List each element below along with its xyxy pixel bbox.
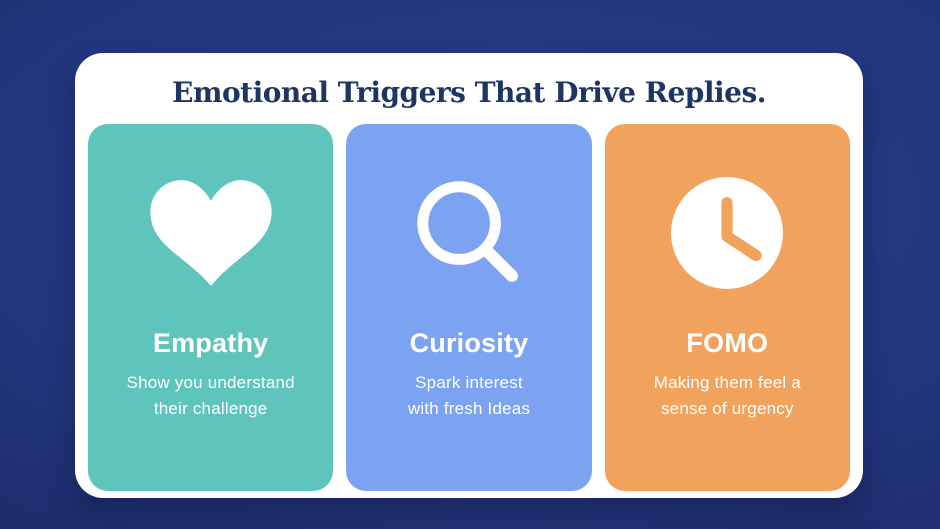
slide-title: Emotional Triggers That Drive Replies. xyxy=(172,76,766,109)
card-description-line2: with fresh Ideas xyxy=(407,399,531,418)
card-description: Show you understand their challenge xyxy=(127,370,295,422)
card-description-line1: Spark interest xyxy=(415,373,523,392)
card-description: Spark interest with fresh Ideas xyxy=(408,370,530,422)
card-description-line1: Making them feel a xyxy=(653,373,801,392)
card-title: Empathy xyxy=(152,328,269,358)
card-description-line1: Show you understand xyxy=(126,373,295,392)
magnifier-icon xyxy=(414,176,524,290)
card-description-line2: their challenge xyxy=(153,399,268,418)
card-title: FOMO xyxy=(686,328,769,358)
clock-icon xyxy=(671,176,784,290)
cards-row: Empathy Show you understand their challe… xyxy=(88,124,850,491)
card-empathy: Empathy Show you understand their challe… xyxy=(88,124,334,491)
card-curiosity: Curiosity Spark interest with fresh Idea… xyxy=(346,124,592,491)
card-description-line2: sense of urgency xyxy=(660,399,794,418)
card-description: Making them feel a sense of urgency xyxy=(654,370,801,422)
card-title: Curiosity xyxy=(409,328,529,358)
content-panel: Emotional Triggers That Drive Replies. E… xyxy=(75,53,863,498)
heart-icon xyxy=(147,176,275,290)
card-fomo: FOMO Making them feel a sense of urgency xyxy=(604,124,850,491)
